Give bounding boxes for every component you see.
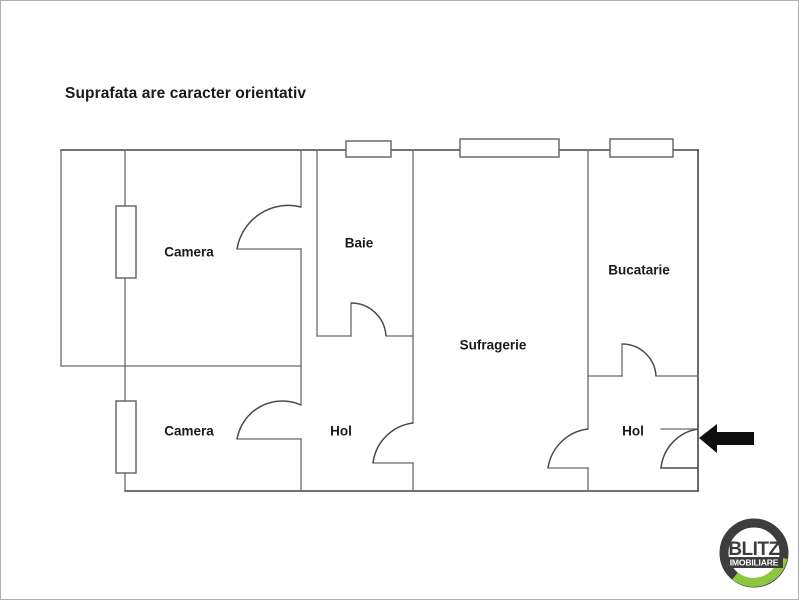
room-label-hol-middle: Hol xyxy=(330,424,352,439)
page-title: Suprafata are caracter orientativ xyxy=(65,85,307,102)
room-label-bucatarie: Bucatarie xyxy=(608,263,670,278)
logo-text-imobiliare: IMOBILIARE xyxy=(730,558,779,568)
logo-text-band xyxy=(725,557,783,568)
window-camera-bottom xyxy=(115,400,137,474)
room-label-sufragerie: Sufragerie xyxy=(460,338,527,353)
door-group xyxy=(236,204,699,469)
room-label-hol-entry: Hol xyxy=(622,424,644,439)
window-sufragerie xyxy=(459,138,560,158)
wall-group-outer xyxy=(60,149,699,492)
room-label-baie: Baie xyxy=(345,236,374,251)
room-label-camera-top: Camera xyxy=(164,245,214,260)
door-arc-hol-entry xyxy=(547,428,589,469)
door-arc-camera-bottom xyxy=(236,400,302,440)
logo-text-blitz: BLITZ xyxy=(728,539,780,560)
window-group xyxy=(115,138,674,474)
door-arc-bucatarie xyxy=(621,343,657,377)
door-arc-camera-top xyxy=(236,204,302,250)
wall-group-interior xyxy=(236,149,699,492)
room-label-camera-bottom: Camera xyxy=(164,424,214,439)
window-bucatarie xyxy=(609,138,674,158)
door-arc-baie xyxy=(350,302,387,337)
entry-arrow-shape xyxy=(699,424,754,453)
brand-logo: BLITZ IMOBILIARE xyxy=(719,518,789,588)
room-label-group: Camera Camera Baie Hol Sufragerie Bucata… xyxy=(164,236,670,439)
window-baie xyxy=(345,140,392,158)
window-camera-top xyxy=(115,205,137,279)
door-arc-entrance xyxy=(660,428,699,469)
door-arc-hol-middle xyxy=(372,422,414,464)
entry-arrow xyxy=(699,424,754,453)
